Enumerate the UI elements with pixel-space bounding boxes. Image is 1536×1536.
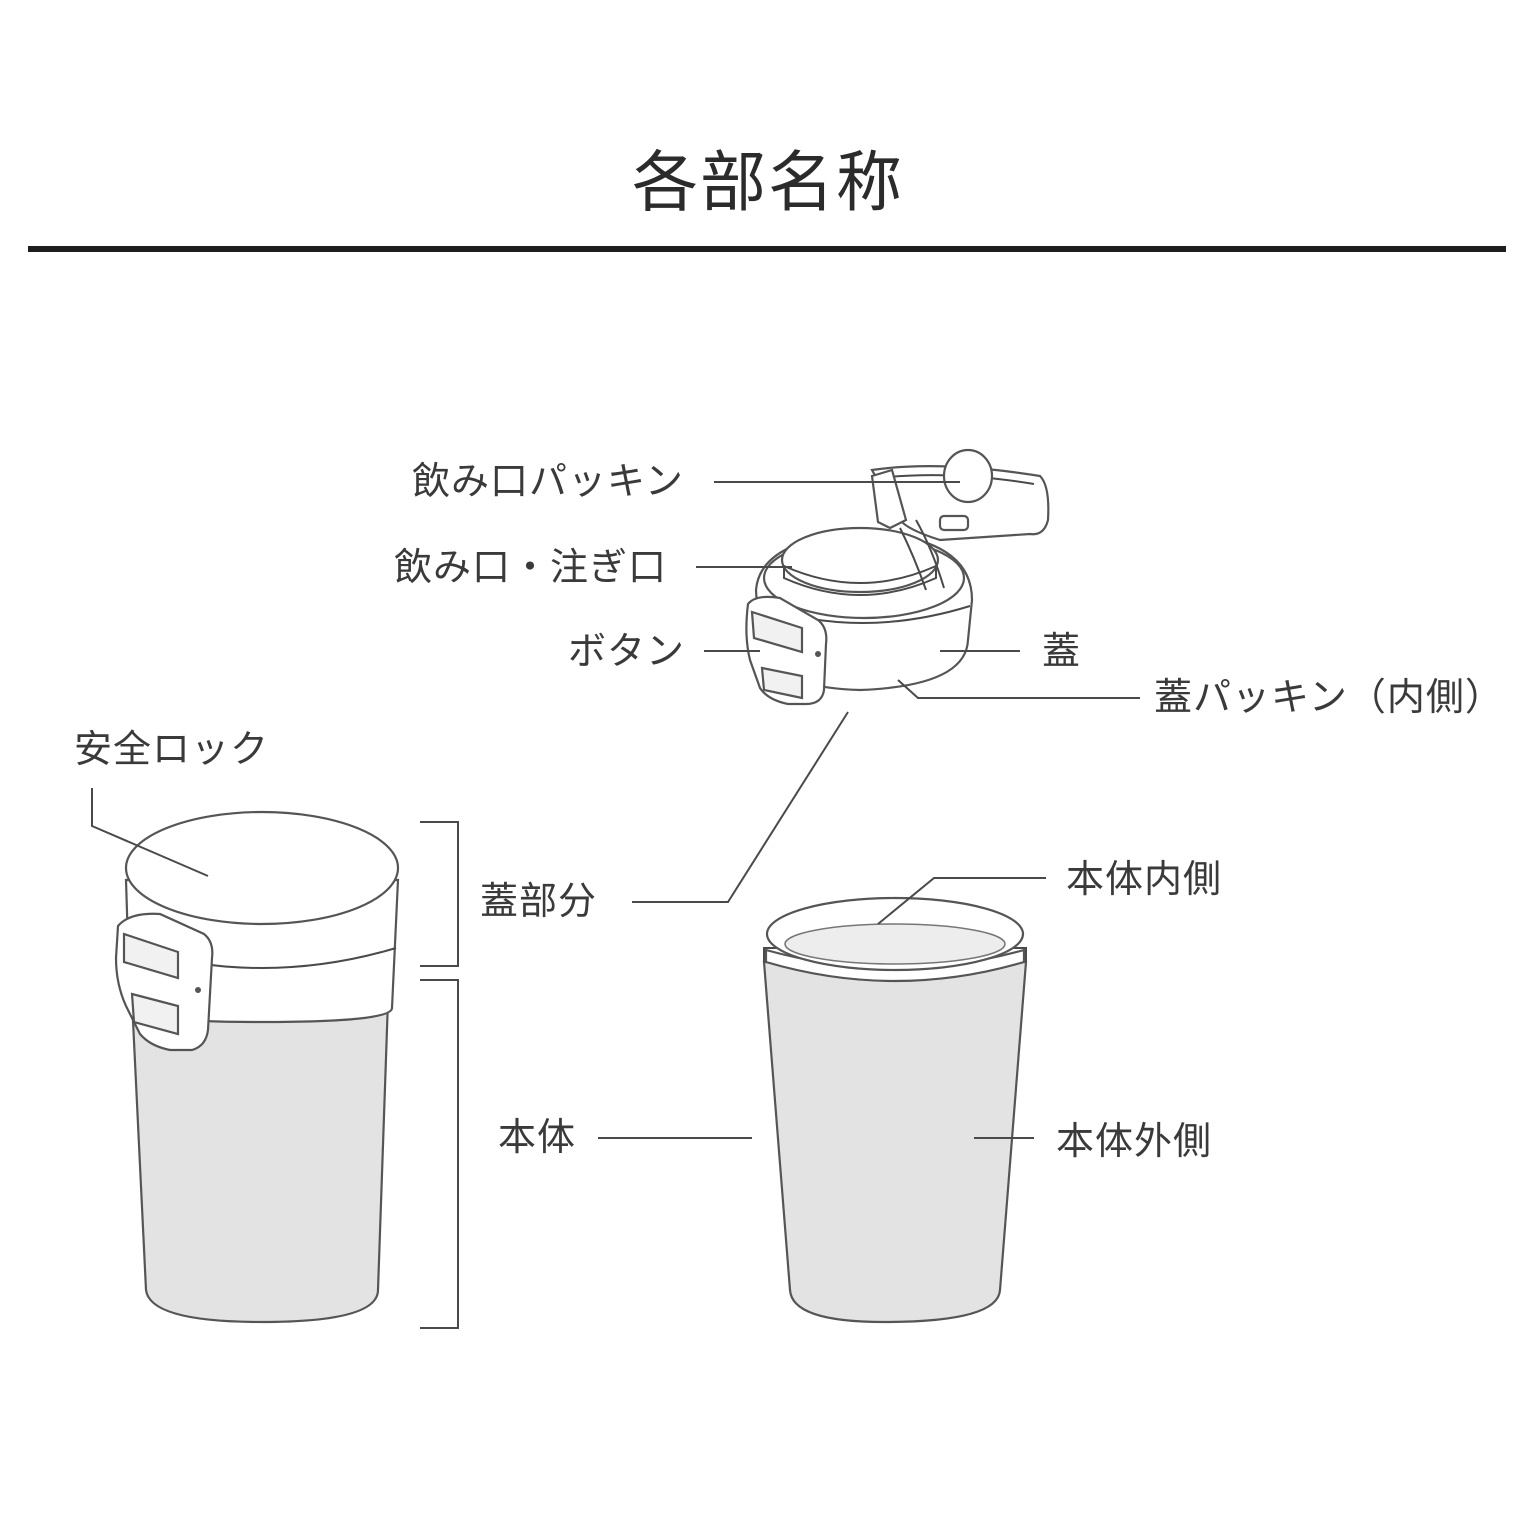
body-inner-opening [784,923,1006,965]
leader-lines [91,481,1140,1139]
body-outer-shell [762,960,1028,1324]
label-button: ボタン [568,629,686,673]
mouth-gasket-knob [942,448,994,504]
assembled-tumbler [114,810,459,1329]
lid-exploded [745,448,1050,706]
label-body: 本体 [498,1115,577,1159]
label-mouth-gasket: 飲み口パッキン [412,459,684,503]
label-body-outer: 本体外側 [1056,1119,1213,1163]
page-title: 各部名称 [632,144,904,221]
lid-button [745,595,828,706]
label-mouth-spout: 飲み口・注ぎ口 [394,545,668,589]
label-body-inner: 本体内側 [1066,857,1223,901]
safety-lock-clip [114,912,214,1052]
lid-part-bracket [420,821,459,967]
body-bracket [420,979,459,1329]
label-lid-part: 蓋部分 [480,879,598,923]
label-safety-lock: 安全ロック [74,727,270,771]
flip-cap [870,448,1050,591]
assembled-body [130,998,390,1324]
body-exploded [762,896,1028,1324]
label-lid: 蓋 [1042,629,1082,673]
assembled-lid-top [124,810,400,926]
spout-disc [780,526,940,594]
label-lid-gasket: 蓋パッキン（内側） [1154,675,1504,719]
title-divider [28,246,1506,252]
